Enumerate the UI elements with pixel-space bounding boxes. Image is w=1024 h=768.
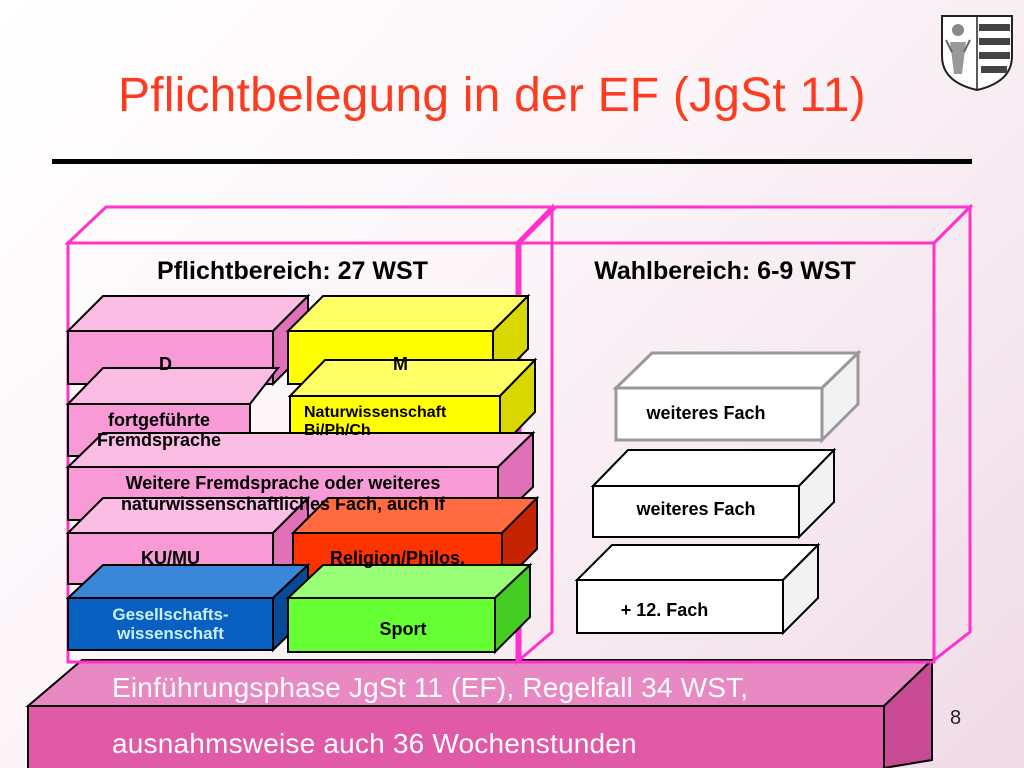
label-gesellschaft-line2: wissenschaft: [117, 624, 224, 643]
coat-of-arms-icon: [941, 15, 1013, 92]
base-text-line2: ausnahmsweise auch 36 Wochenstunden: [112, 728, 637, 759]
label-weitere-fach-line2: naturwissenschaftliches Fach, auch If: [120, 493, 446, 514]
label-wahl-fach-2: weiteres Fach: [636, 498, 756, 519]
label-fremdsprache-line2: Fremdsprache: [96, 430, 222, 450]
label-sport: Sport: [379, 618, 427, 639]
label-gesellschaft-line1: Gesellschafts-: [112, 604, 229, 624]
block-wahl-fach-2: [590, 447, 837, 540]
page-number: 8: [950, 707, 962, 729]
label-naturwissenschaft-line2: Bi/Ph/Ch: [304, 422, 371, 439]
label-weitere-fach: Weitere Fremdsprache oder weiteres natur…: [68, 467, 498, 520]
label-kumu: KU/MU: [141, 547, 200, 568]
block-wahl-fach-3: [574, 542, 821, 636]
block-wahl-fach-1: [612, 349, 862, 444]
label-naturwissenschaft: Naturwissenschaft Bi/Ph/Ch: [304, 396, 494, 448]
slide-title: Pflichtbelegung in der EF (JgSt 11): [118, 69, 866, 122]
label-religion: Religion/Philos.: [329, 547, 465, 568]
title-rule: [52, 159, 972, 164]
label-fremdsprache: fortgeführte Fremdsprache: [68, 404, 250, 456]
label-wahl-fach-3: + 12. Fach: [620, 599, 709, 620]
base-text-line1: Einführungsphase JgSt 11 (EF), Regelfall…: [112, 672, 749, 703]
label-fremdsprache-line1: fortgeführte: [108, 409, 210, 430]
label-weitere-fach-line1: Weitere Fremdsprache oder weiteres: [125, 473, 441, 494]
wahl-header: Wahlbereich: 6-9 WST: [594, 257, 856, 285]
label-gesellschaft: Gesellschafts- wissenschaft: [68, 598, 273, 650]
label-wahl-fach-1: weiteres Fach: [646, 402, 766, 423]
label-naturwissenschaft-line1: Naturwissenschaft: [304, 404, 447, 422]
base-slab: [25, 657, 935, 768]
label-mathe: M: [393, 353, 408, 374]
block-sport: [285, 562, 533, 655]
label-deutsch: D: [159, 353, 172, 374]
pflicht-header: Pflichtbereich: 27 WST: [157, 257, 428, 285]
